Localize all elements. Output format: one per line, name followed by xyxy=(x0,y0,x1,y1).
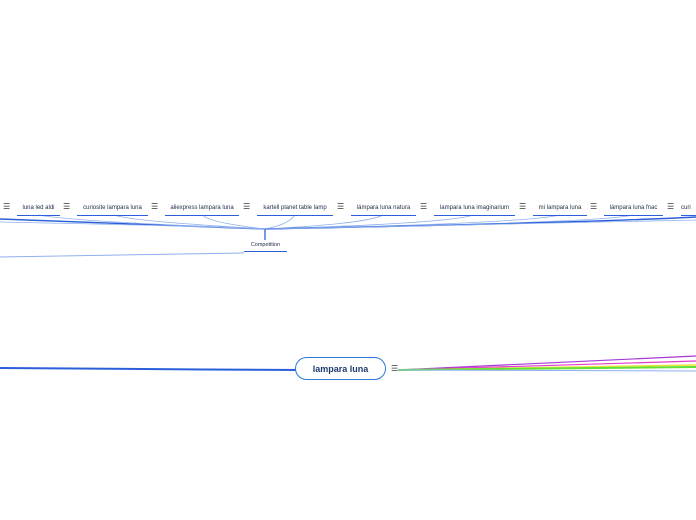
competition-left-connector xyxy=(0,252,245,258)
hamburger-menu-icon[interactable]: ☰ xyxy=(243,202,251,211)
subtopic-lampara-luna-fnac[interactable]: lámpara luna fnac xyxy=(604,202,663,216)
hamburger-menu-icon[interactable]: ☰ xyxy=(63,202,71,211)
subtopic-luna-led-aldi[interactable]: luna led aldi xyxy=(17,202,60,216)
hamburger-menu-icon[interactable]: ☰ xyxy=(590,202,598,211)
subtopic-aliexpress-lampara-luna[interactable]: aliexpress lampara luna xyxy=(165,202,239,216)
right-branch-lightblue xyxy=(397,369,696,372)
hamburger-menu-icon[interactable]: ☰ xyxy=(337,202,345,211)
subtopic-curiosite-lampara-luna[interactable]: curiosite lampara luna xyxy=(77,202,148,216)
hamburger-menu-icon[interactable]: ☰ xyxy=(3,202,11,211)
competition-topic[interactable]: Competition xyxy=(244,240,287,252)
hamburger-menu-icon[interactable]: ☰ xyxy=(151,202,159,211)
subtopic-mi-lampara-luna[interactable]: mi lampara luna xyxy=(533,202,587,216)
hamburger-menu-icon[interactable]: ☰ xyxy=(667,202,675,211)
hamburger-menu-icon[interactable]: ☰ xyxy=(420,202,428,211)
central-topic[interactable]: lampara luna xyxy=(295,357,386,380)
subtopic-lampara-luna-natura[interactable]: lámpara luna natura xyxy=(351,202,416,216)
subtopic-lampara-luna-imaginarium[interactable]: lampara luna imaginarium xyxy=(434,202,515,216)
subtopic-connectors xyxy=(0,214,696,230)
subtopic-kartell-planet-table-lamp[interactable]: kartell planet table lamp xyxy=(257,202,333,216)
left-branch-connector xyxy=(0,367,301,371)
hamburger-menu-icon[interactable]: ☰ xyxy=(519,202,527,211)
subtopic-curi[interactable]: curi xyxy=(681,202,696,216)
right-branch-green xyxy=(397,366,696,371)
hamburger-menu-icon[interactable]: ☰ xyxy=(391,364,399,373)
